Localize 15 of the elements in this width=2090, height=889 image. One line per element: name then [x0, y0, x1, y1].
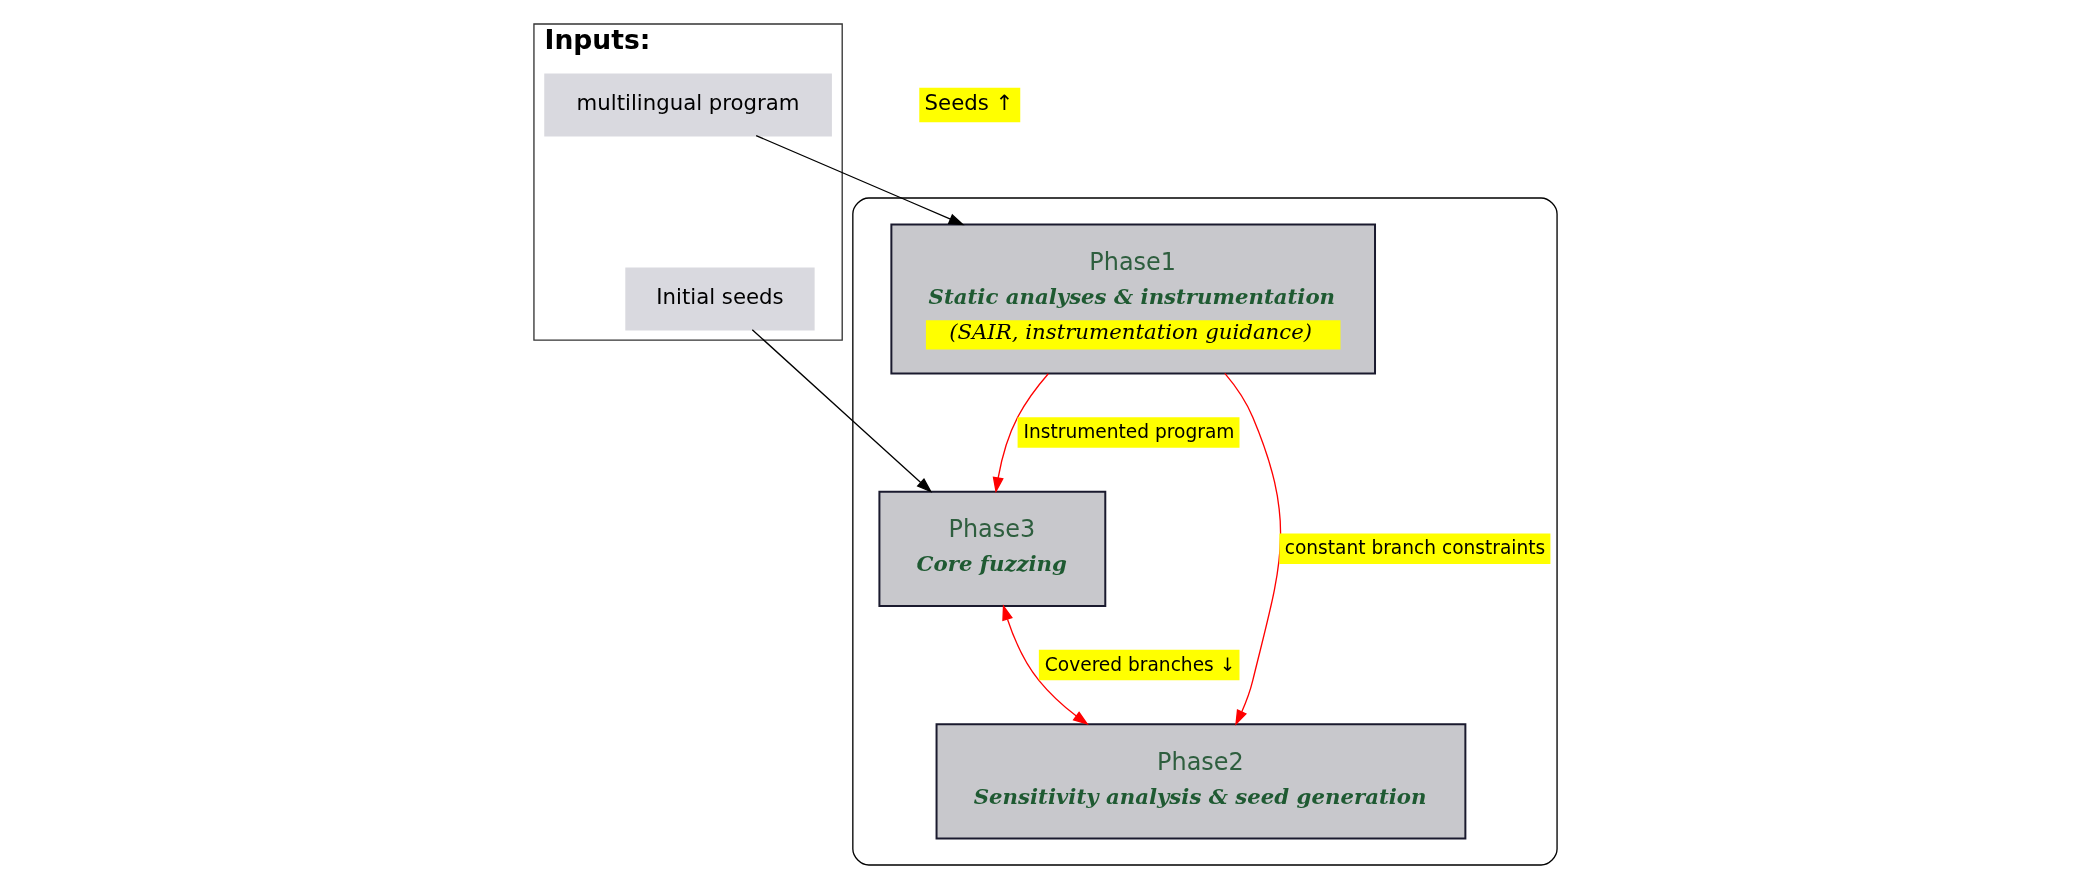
edge-label: Covered branches ↓ [1044, 653, 1235, 675]
arrow [1223, 372, 1281, 726]
node-box: Phase3 Core fuzzing [877, 490, 1106, 607]
node-box: Initial seeds [624, 267, 815, 331]
cluster [851, 197, 1558, 866]
arrow [751, 329, 932, 493]
node-box: Phase2 Sensitivity analysis & seed generation [935, 723, 1466, 840]
node-box: multilingual program [543, 73, 832, 137]
arrow [992, 373, 1049, 494]
arrow [1001, 604, 1089, 726]
edge-label: Instrumented program [1023, 421, 1234, 443]
edge-label: constant branch constraints [1284, 537, 1545, 559]
label: Seeds ↑ [924, 90, 1013, 116]
node-box: Phase1 Static analyses & instrumentation (SAIR, instrumentation guidance) [889, 223, 1376, 375]
arrow [755, 134, 965, 226]
